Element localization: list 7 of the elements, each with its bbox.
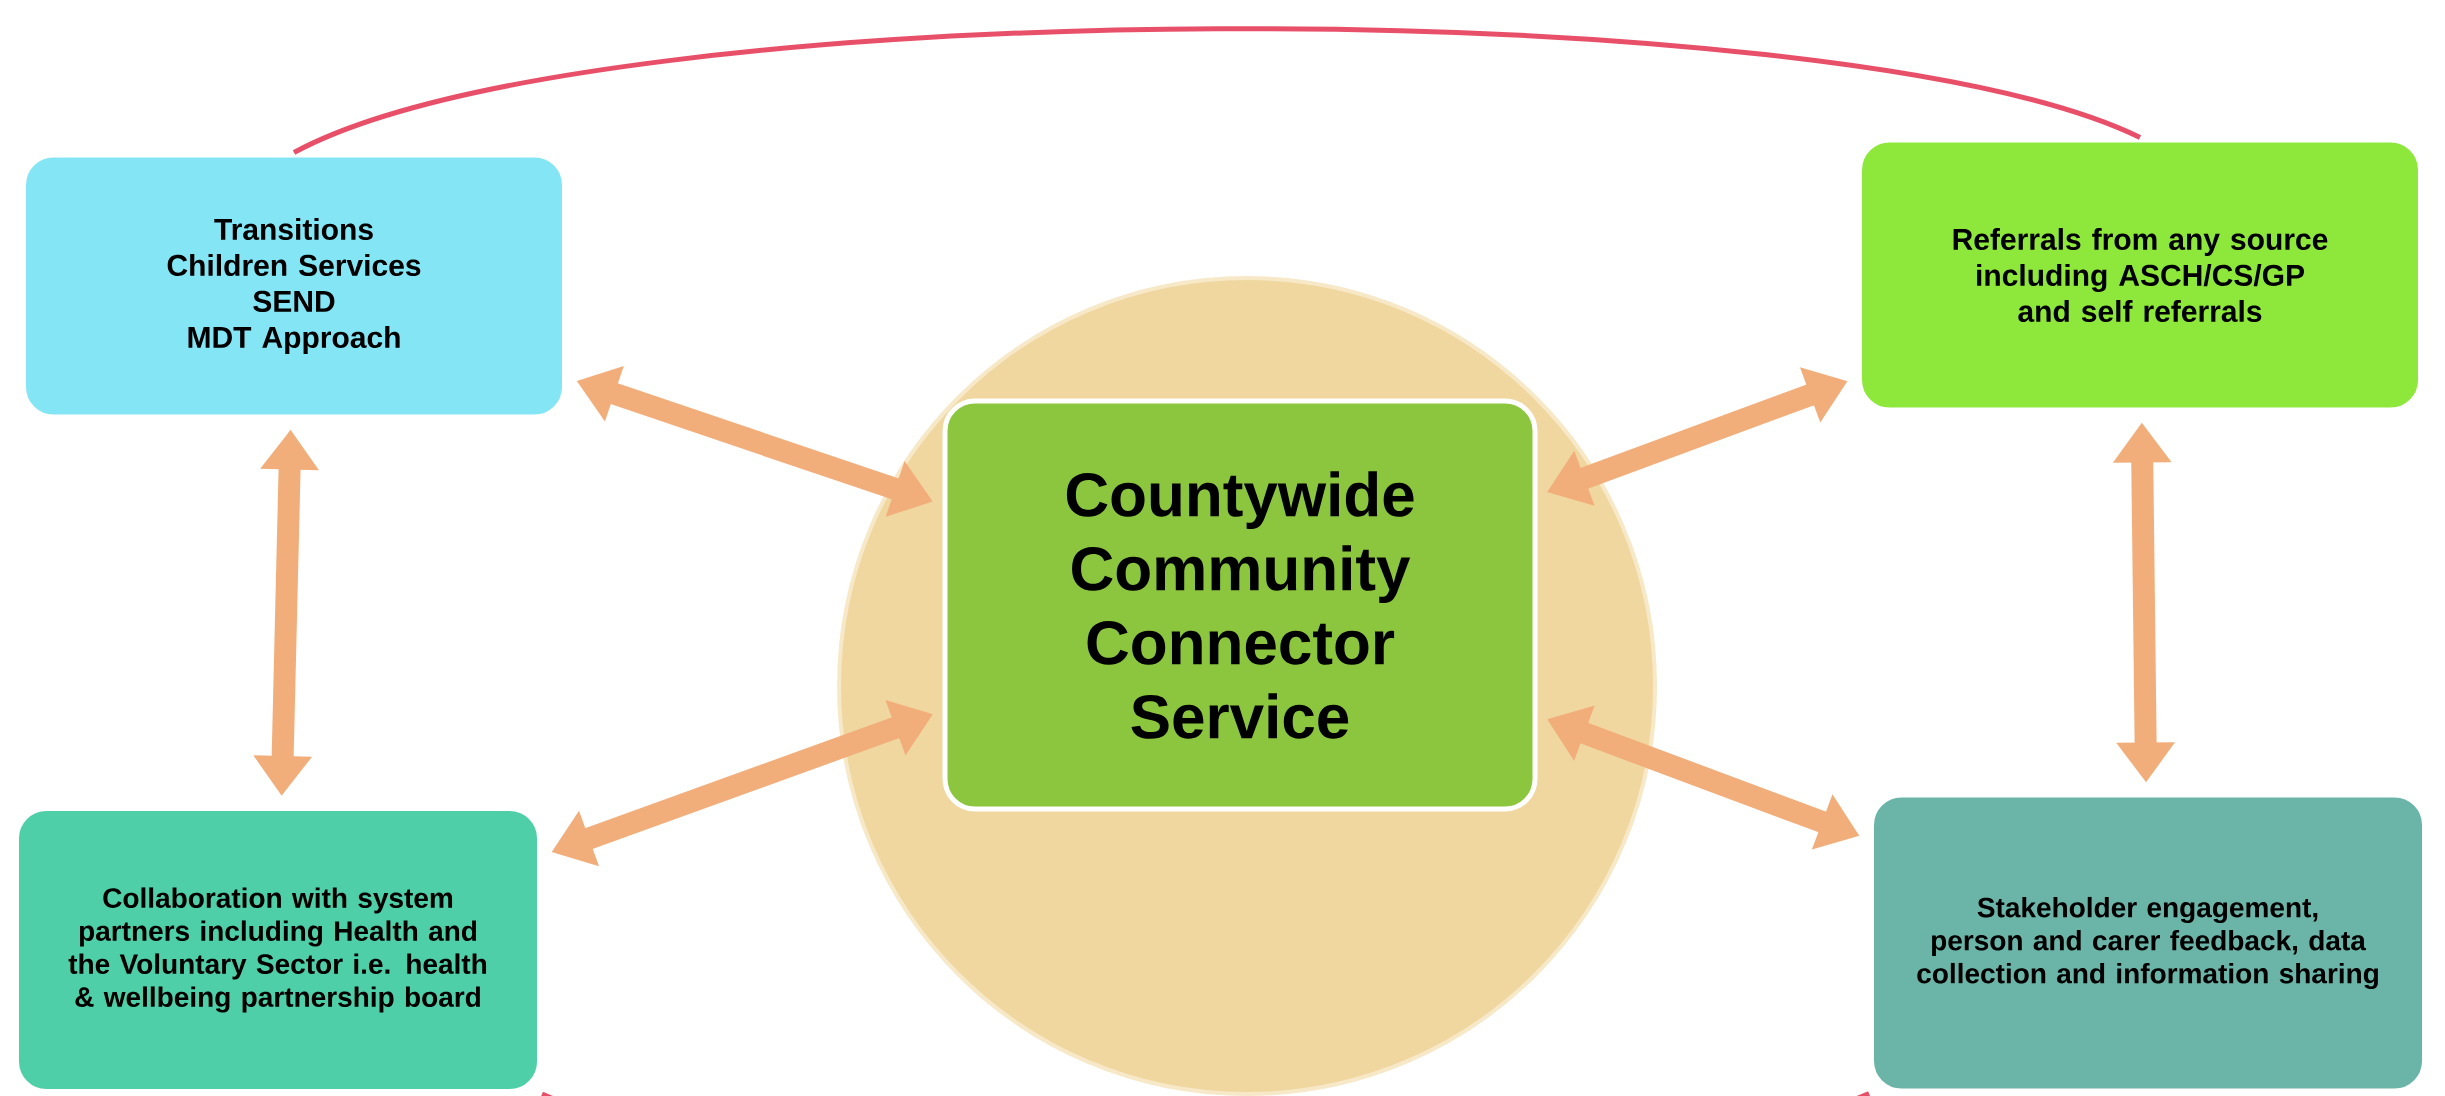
process-box: Transitions Children Services SEND MDT Approach bbox=[21, 152, 567, 420]
process-box: Stakeholder engagement, person and carer feedback, data collection and information sharing bbox=[1869, 792, 2427, 1094]
center-box: Countywide Community Connector Service bbox=[942, 398, 1538, 812]
curved-line bbox=[293, 26, 2141, 155]
process-box: Referrals from any source including ASCH/CS/GP and self referrals bbox=[1857, 137, 2423, 413]
curved-line bbox=[541, 1091, 1870, 1096]
process-box: Collaboration with system partners including Health and the Voluntary Sector i.e. health & wellbeing partnership board bbox=[14, 806, 542, 1094]
